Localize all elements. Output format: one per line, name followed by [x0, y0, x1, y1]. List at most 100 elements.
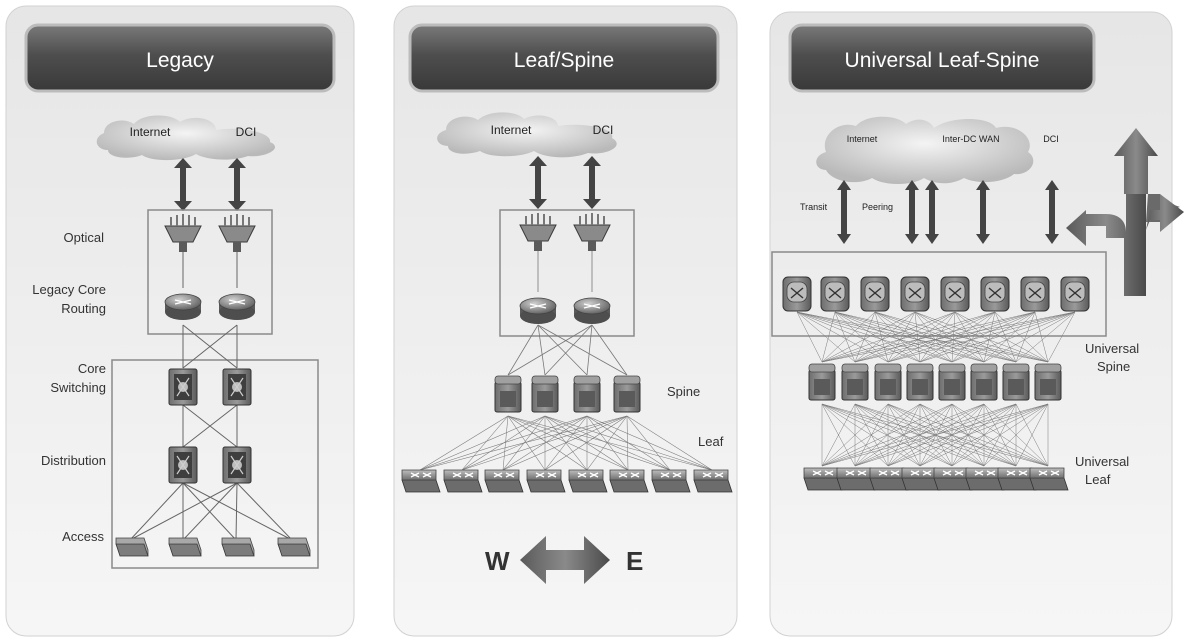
link-line	[821, 403, 889, 467]
double-arrow-icon	[174, 158, 246, 211]
link-line	[821, 311, 876, 363]
cloud-label-dci: DCI	[236, 125, 257, 139]
layer-label-optical: Optical	[64, 230, 105, 245]
universal-spine-switch-icon	[938, 363, 966, 401]
link-line	[834, 311, 889, 363]
panel-legacy-header: Legacy	[24, 23, 336, 93]
link-line	[951, 311, 1076, 363]
east-west-arrow-icon	[520, 536, 610, 584]
link-line	[821, 403, 1049, 467]
leaf-switch-icon	[609, 469, 649, 493]
link-line	[821, 311, 1036, 363]
link-line	[919, 311, 956, 363]
layer-label-access: Access	[62, 529, 104, 544]
link-line	[507, 415, 629, 471]
leaf-switch-icon	[651, 469, 691, 493]
link-line	[951, 311, 956, 363]
link-line	[821, 311, 1076, 363]
access-switch-icon	[277, 537, 311, 557]
universal-spine-router-icon	[820, 276, 850, 312]
link-line	[586, 415, 671, 471]
link-line	[887, 403, 1049, 467]
link-line	[544, 415, 628, 471]
link-line	[994, 311, 1049, 363]
link-line	[507, 415, 713, 471]
link-line	[951, 403, 1049, 467]
link-line	[919, 311, 1036, 363]
panel-leaf-spine: Leaf/Spine Internet DCI	[393, 5, 738, 637]
layer-label-universal-leaf-1: Universal	[1075, 454, 1129, 469]
link-line	[954, 311, 1049, 363]
link-line	[507, 415, 671, 471]
cloud-icon	[96, 115, 275, 161]
link-line	[419, 415, 509, 471]
core-routing-group-box	[147, 209, 273, 335]
link-line	[626, 415, 671, 471]
layer-label-universal-spine-2: Spine	[1097, 359, 1130, 374]
cloud-label-inter-dc-wan: Inter-DC WAN	[942, 134, 999, 144]
cloud-label-internet: Internet	[491, 123, 532, 137]
link-line	[983, 311, 996, 363]
layer-label-distribution: Distribution	[41, 453, 106, 468]
link-label-peering: Peering	[862, 202, 893, 212]
universal-spine-switch-icon	[1002, 363, 1030, 401]
leaf-switch-icon	[401, 469, 441, 493]
link-line	[821, 311, 916, 363]
cloud-icon	[437, 112, 617, 158]
link-line	[854, 311, 1036, 363]
universal-spine-switch-icon	[1034, 363, 1062, 401]
link-line	[821, 403, 1017, 467]
universal-spine-switch-icon	[874, 363, 902, 401]
layer-label-universal-leaf-2: Leaf	[1085, 472, 1111, 487]
universal-spine-switch-icon	[808, 363, 836, 401]
core-routing-group-box	[499, 209, 635, 337]
link-line	[919, 403, 1049, 467]
universal-leaf-switch-icon	[836, 467, 876, 491]
link-line	[821, 403, 856, 467]
distribution-switch-icon	[168, 446, 198, 484]
panel-universal-header: Universal Leaf-Spine	[788, 23, 1096, 93]
universal-spine-switch-icon	[906, 363, 934, 401]
access-switch-icon	[168, 537, 202, 557]
router-icon	[519, 297, 557, 325]
switching-group-box	[111, 359, 319, 569]
distribution-switch-icon	[222, 446, 252, 484]
core-switch-icon	[222, 368, 252, 406]
leaf-switch-icon	[443, 469, 483, 493]
access-switch-icon	[221, 537, 255, 557]
spine-mesh-upper	[796, 311, 1076, 363]
universal-spine-group-box	[771, 251, 1107, 337]
panel-title: Legacy	[146, 49, 214, 72]
link-line	[887, 311, 956, 363]
link-line	[951, 311, 1036, 363]
core-switch-icon	[168, 368, 198, 406]
link-line	[1015, 403, 1049, 467]
link-line	[821, 311, 956, 363]
link-line	[502, 415, 509, 471]
spine-switch-icon	[531, 375, 559, 413]
universal-spine-router-icon	[940, 276, 970, 312]
layer-label-leaf: Leaf	[698, 434, 724, 449]
double-arrow-icon	[529, 156, 601, 209]
router-icon	[218, 293, 256, 321]
spine-mesh-lower	[821, 403, 1049, 467]
panel-title: Leaf/Spine	[514, 49, 614, 72]
layer-label-core-routing-2: Routing	[61, 301, 106, 316]
link-line	[983, 403, 1049, 467]
link-line	[854, 403, 1049, 467]
spine-switch-icon	[494, 375, 522, 413]
link-line	[983, 311, 1036, 363]
link-line	[919, 311, 996, 363]
link-line	[887, 311, 1036, 363]
layer-label-universal-spine-1: Universal	[1085, 341, 1139, 356]
link-line	[821, 403, 953, 467]
link-line	[586, 415, 628, 471]
link-line	[887, 311, 996, 363]
access-switch-icon	[115, 537, 149, 557]
link-line	[461, 415, 509, 471]
link-line	[821, 311, 996, 363]
cloud-label-dci: DCI	[1043, 134, 1059, 144]
layer-label-core-routing-1: Legacy Core	[32, 282, 106, 297]
universal-leaf-switch-icon	[1029, 467, 1069, 491]
link-line	[626, 415, 713, 471]
